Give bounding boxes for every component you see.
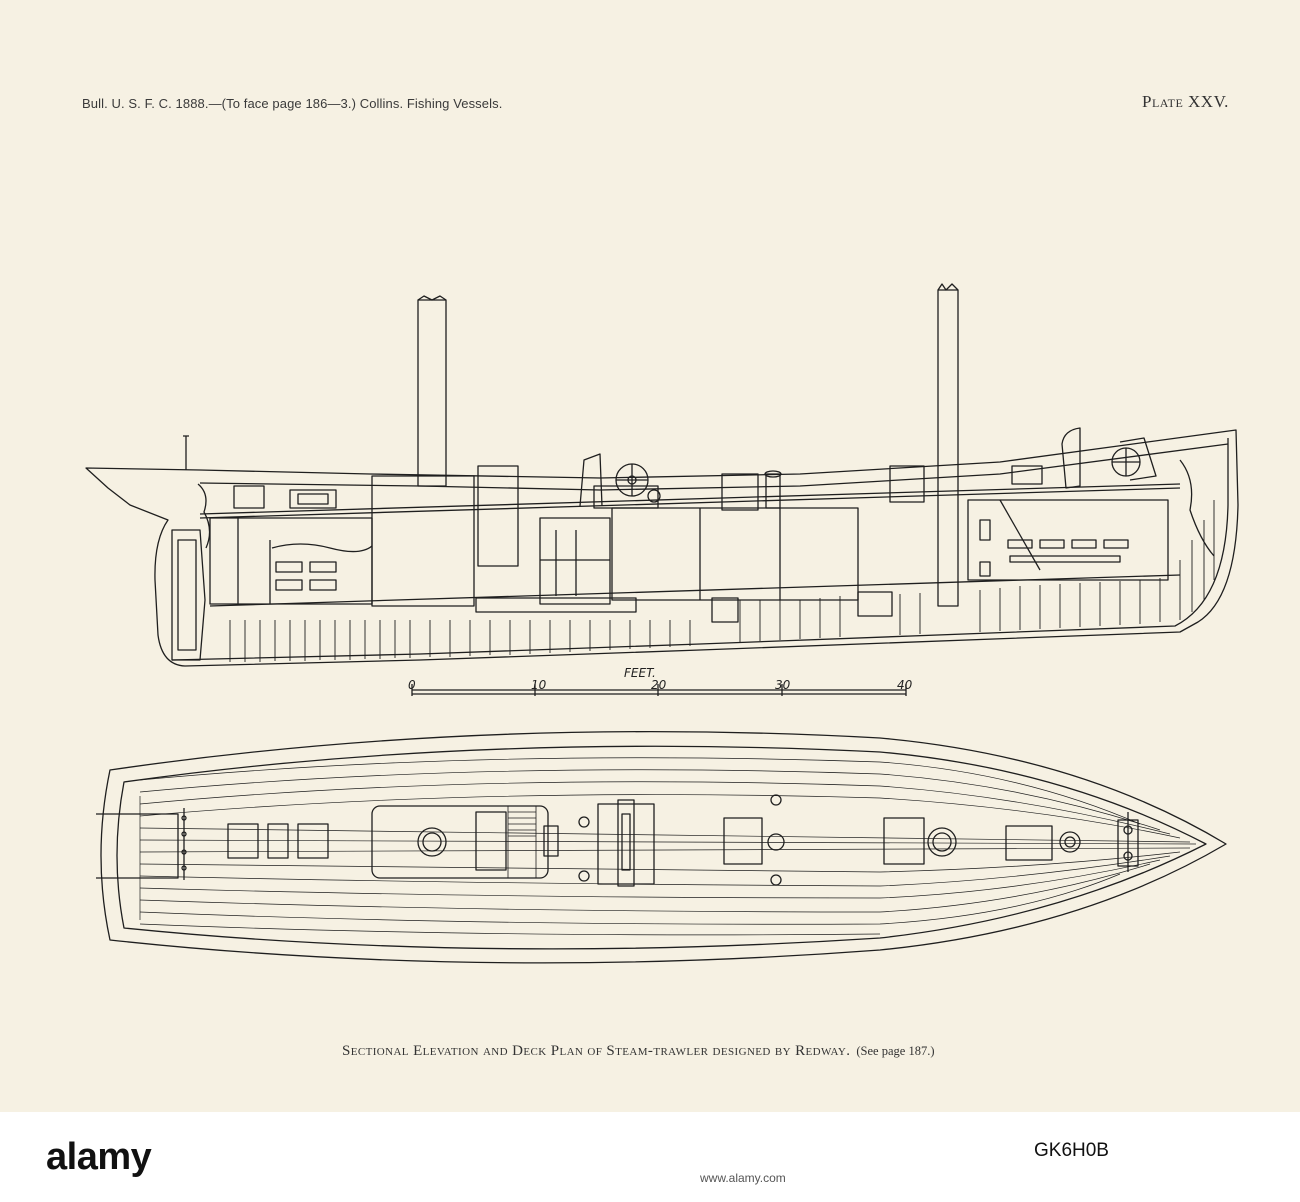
hull-outline [85, 429, 1239, 667]
windlass-plan [1117, 812, 1139, 872]
deck-planking [139, 757, 1197, 936]
stock-footer: alamy GK6H0B www.alamy.com [0, 1112, 1300, 1202]
steam-winch [579, 453, 661, 509]
forecastle [967, 427, 1169, 581]
mainmast [937, 283, 959, 607]
alamy-url[interactable]: www.alamy.com [700, 1171, 786, 1185]
hull-inner-line [171, 438, 1229, 661]
engine-house-top [371, 805, 549, 879]
deck-skylight-1 [227, 823, 259, 859]
deck-inner-outline [116, 745, 1207, 950]
hatch-midship [721, 473, 759, 511]
bollard-starboard [770, 874, 782, 886]
scale-tick-10: 10 [531, 678, 547, 692]
plate-caption: Sectional Elevation and Deck Plan of Ste… [342, 1043, 935, 1060]
ship-drawing: FEET. 0 10 20 30 40 [85, 283, 1239, 964]
rudder [171, 529, 206, 661]
main-hatch [723, 817, 763, 865]
bulwark-rail [199, 443, 1229, 491]
stern-transom [96, 813, 179, 879]
funnel [417, 299, 447, 487]
pump [767, 833, 785, 851]
stock-image-id: GK6H0B [1034, 1140, 1109, 1161]
ensign-staff [183, 435, 189, 470]
main-deck-line-lower [199, 487, 1181, 519]
hatch-fore [889, 465, 925, 503]
plate-number: Plate XXV. [1142, 92, 1229, 111]
caption-title: Sectional Elevation and Deck Plan of Ste… [342, 1043, 851, 1059]
deck-plan [96, 730, 1227, 964]
stern-rail [181, 808, 187, 880]
engine-casing [477, 465, 519, 567]
fore-hatch [883, 817, 925, 865]
engine [539, 517, 611, 605]
deck-outline [100, 730, 1227, 964]
boiler [371, 475, 475, 607]
scale-bar [411, 684, 907, 696]
winch-plan [578, 799, 655, 887]
after-cabin [209, 485, 373, 605]
alamy-logo[interactable]: alamy [46, 1136, 152, 1178]
chimney-fore [1059, 831, 1081, 853]
scale-tick-20: 20 [651, 678, 667, 692]
rudder-inner [177, 539, 197, 651]
sectional-elevation [85, 283, 1239, 667]
scale-tick-0: 0 [408, 678, 416, 692]
skylight-fore [1011, 465, 1043, 485]
mast-plan [927, 827, 957, 857]
deck-skylight-3 [297, 823, 329, 859]
main-deck-line [199, 483, 1181, 515]
skylight-aft [233, 485, 265, 509]
bulletin-reference: Bull. U. S. F. C. 1888.—(To face page 18… [82, 96, 503, 111]
bollard [765, 473, 781, 509]
scale-unit: FEET. [624, 666, 656, 680]
funnel-plan [417, 827, 447, 857]
deck-skylight-2 [267, 823, 289, 859]
caption-page-ref: (See page 187.) [856, 1044, 935, 1058]
windlass-frame [1119, 437, 1157, 481]
engine-skylight [475, 811, 507, 871]
stern-section-break [197, 483, 211, 549]
fish-hold [611, 465, 925, 623]
hull-frames [229, 500, 1215, 662]
grating [507, 805, 537, 879]
bollard-port [770, 794, 782, 806]
forecastle-skylight [1005, 825, 1053, 861]
bow-section-break [1179, 459, 1215, 557]
cowl-vent [1061, 427, 1081, 489]
engine-room [371, 295, 637, 613]
companion [543, 825, 559, 857]
scale-tick-40: 40 [897, 678, 913, 692]
scale-tick-30: 30 [775, 678, 791, 692]
plate-page: Bull. U. S. F. C. 1888.—(To face page 18… [0, 0, 1300, 1112]
funnel-top [417, 295, 447, 301]
